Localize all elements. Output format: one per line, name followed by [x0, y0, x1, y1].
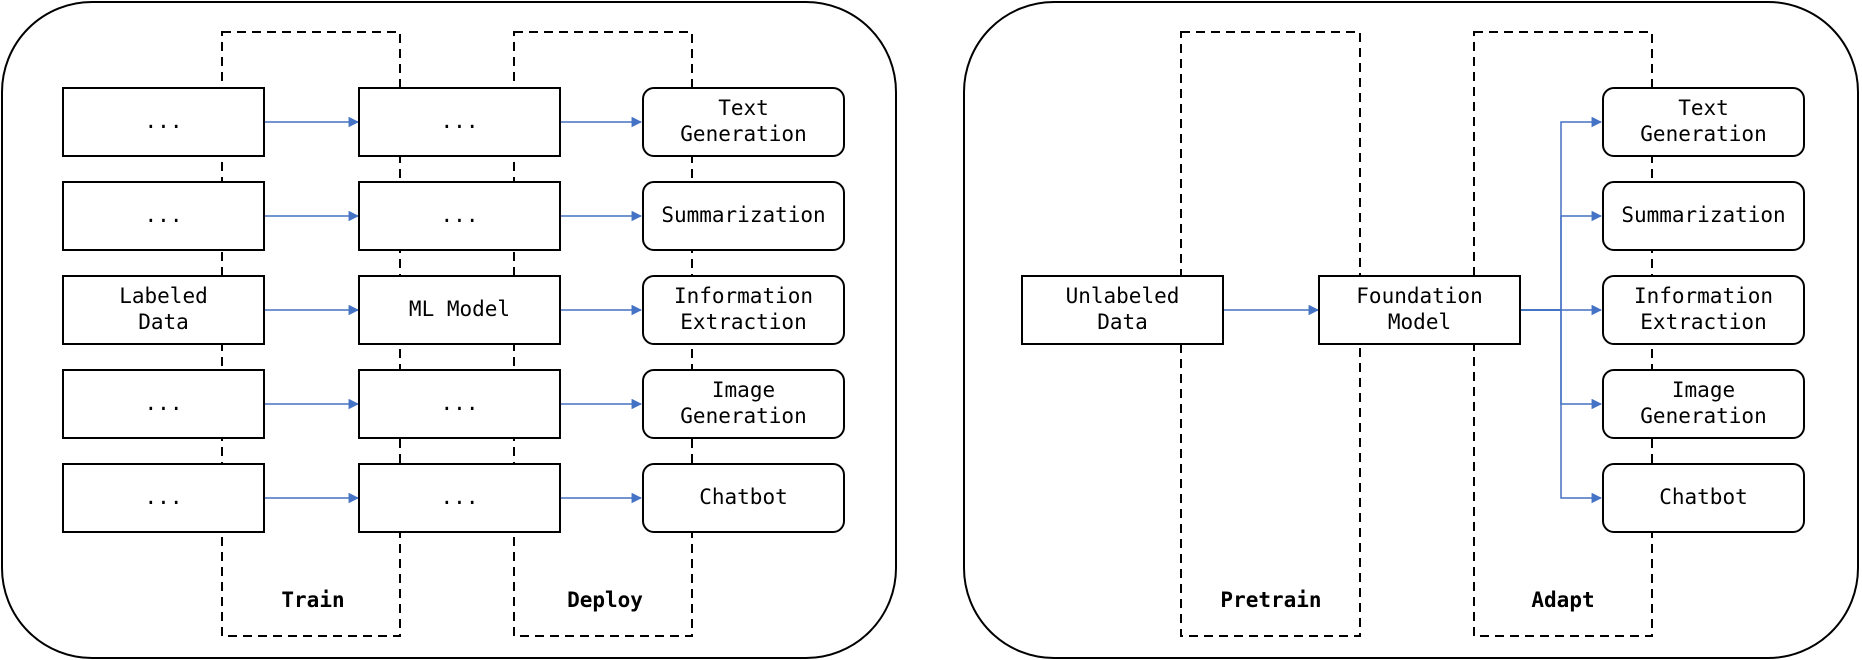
task-box-label: Chatbot	[699, 485, 788, 509]
traditional-ml-panel: ......TextGeneration......SummarizationL…	[1, 1, 897, 659]
unlabeled-data-box-label: Data	[1097, 310, 1148, 334]
task-box-label: Image	[712, 378, 775, 402]
deploy-stage-label: Deploy	[567, 588, 643, 612]
ml-model-box: ...	[358, 87, 561, 157]
task-box-label: Information	[1634, 284, 1773, 308]
input-data-box-label: Labeled	[119, 284, 208, 308]
ml-model-box-frame	[358, 87, 561, 157]
task-box-frame	[1602, 463, 1805, 533]
input-data-box-frame	[62, 463, 265, 533]
input-data-box-frame	[62, 369, 265, 439]
task-box-label: Generation	[1640, 404, 1766, 428]
foundation-to-task-arrow	[1520, 309, 1603, 504]
task-box-label: Generation	[680, 122, 806, 146]
ml-model-box-frame	[358, 463, 561, 533]
pretrain-stage-label: Pretrain	[1220, 588, 1321, 612]
adapt-stage-label: Adapt	[1531, 588, 1594, 612]
ml-model-box-label: ...	[441, 203, 479, 227]
foundation-model-panel: UnlabeledDataFoundationModelTextGenerati…	[963, 1, 1859, 659]
task-box-frame	[1602, 87, 1805, 157]
input-data-box-label: Data	[138, 310, 189, 334]
input-data-box-label: ...	[145, 203, 183, 227]
panel-frame	[1, 1, 897, 659]
input-data-box: ...	[62, 87, 265, 157]
task-box-frame	[642, 463, 845, 533]
task-box-frame	[642, 181, 845, 251]
ml-model-box-label: ...	[441, 485, 479, 509]
task-box-frame	[1602, 275, 1805, 345]
input-data-box-frame	[62, 275, 265, 345]
task-box-label: Text	[718, 96, 769, 120]
task-box-frame	[642, 275, 845, 345]
ml-model-box: ...	[358, 181, 561, 251]
task-box-label: Generation	[680, 404, 806, 428]
panel-frame	[963, 1, 1859, 659]
input-data-box-label: ...	[145, 391, 183, 415]
unlabeled-data-box-label: Unlabeled	[1066, 284, 1180, 308]
ml-model-box: ML Model	[358, 275, 561, 345]
ml-model-box: ...	[358, 463, 561, 533]
ml-model-box-label: ...	[441, 391, 479, 415]
input-data-box-label: ...	[145, 109, 183, 133]
task-box: Summarization	[642, 181, 845, 251]
input-data-box: ...	[62, 181, 265, 251]
ml-model-box: ...	[358, 369, 561, 439]
task-box-label: Extraction	[1640, 310, 1766, 334]
foundation-to-task-arrow	[1520, 210, 1603, 311]
foundation-model-box-label: Model	[1388, 310, 1451, 334]
task-box: Summarization	[1602, 181, 1805, 251]
ml-model-box-frame	[358, 369, 561, 439]
ml-model-box-label: ML Model	[409, 297, 510, 321]
task-box-label: Extraction	[680, 310, 806, 334]
input-data-box-label: ...	[145, 485, 183, 509]
train-stage-label: Train	[281, 588, 344, 612]
task-box: Chatbot	[642, 463, 845, 533]
task-box: Chatbot	[1602, 463, 1805, 533]
task-box-label: Generation	[1640, 122, 1766, 146]
task-box-label: Image	[1672, 378, 1735, 402]
foundation-model-box-label: Foundation	[1356, 284, 1482, 308]
input-data-box-frame	[62, 181, 265, 251]
input-data-box-frame	[62, 87, 265, 157]
task-box-label: Information	[674, 284, 813, 308]
ml-model-box-frame	[358, 275, 561, 345]
task-box-label: Summarization	[1621, 203, 1785, 227]
input-data-box: ...	[62, 369, 265, 439]
ml-model-box-label: ...	[441, 109, 479, 133]
input-data-box: ...	[62, 463, 265, 533]
task-box-label: Chatbot	[1659, 485, 1748, 509]
task-box-label: Text	[1678, 96, 1729, 120]
task-box-frame	[1602, 369, 1805, 439]
foundation-model-box-frame	[1318, 275, 1521, 345]
task-box-frame	[642, 369, 845, 439]
unlabeled-data-box-frame	[1021, 275, 1224, 345]
ml-model-box-frame	[358, 181, 561, 251]
task-box-frame	[642, 87, 845, 157]
task-box-frame	[1602, 181, 1805, 251]
task-box-label: Summarization	[661, 203, 825, 227]
